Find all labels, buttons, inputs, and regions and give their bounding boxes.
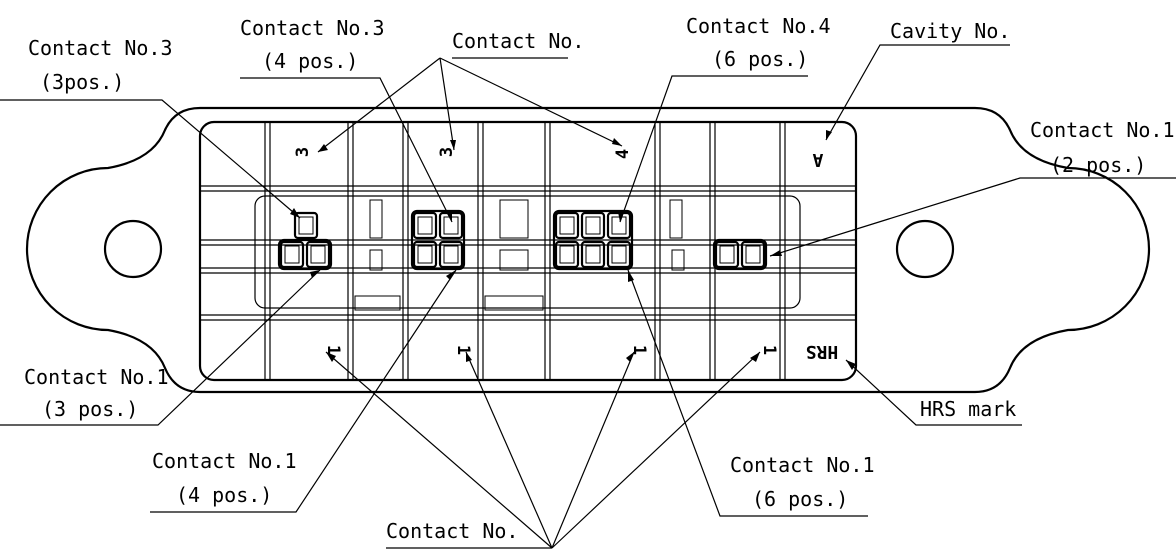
label-c3-4pos-line1: Contact No.3 (240, 16, 385, 40)
inner-frame (198, 120, 858, 382)
marking-one-1: 1 (323, 345, 343, 355)
mounting-hole-right (895, 219, 955, 279)
latch-slot-3 (369, 199, 383, 239)
marking-four: 4 (613, 149, 633, 159)
latch-slot-8 (671, 249, 685, 271)
label-c1-2pos-line1: Contact No.1 (1030, 118, 1175, 142)
label-c4-6pos-line2: (6 pos.) (712, 47, 808, 71)
label-c1-6pos-line1: Contact No.1 (730, 453, 875, 477)
mounting-hole-left (103, 219, 163, 279)
marking-one-4: 1 (759, 345, 779, 355)
contact-cavities (277, 209, 768, 271)
label-c3-3pos-line2: (3pos.) (40, 70, 124, 94)
label-c1-4pos-line1: Contact No.1 (152, 449, 297, 473)
label-c1-3pos-line1: Contact No.1 (24, 365, 169, 389)
label-contact-no-top: Contact No. (452, 29, 584, 53)
marking-hrs: HRS (806, 341, 839, 362)
label-c3-3pos-line1: Contact No.3 (28, 36, 173, 60)
label-c1-6pos-line2: (6 pos.) (752, 487, 848, 511)
marking-cavity: A (812, 149, 823, 170)
grid-posts (264, 122, 786, 380)
latch-slot-1 (354, 295, 401, 311)
marking-one-3: 1 (629, 345, 649, 355)
latch-slot-4 (499, 199, 529, 239)
label-hrs-mark: HRS mark (920, 397, 1016, 421)
marking-three-1: 3 (293, 147, 313, 157)
latch-slot-7 (499, 249, 529, 271)
connector-outline (25, 106, 1151, 394)
label-c1-2pos-line2: (2 pos.) (1050, 153, 1146, 177)
label-c1-3pos-line2: (3 pos.) (42, 397, 138, 421)
label-c3-4pos-line2: (4 pos.) (262, 49, 358, 73)
housing-window (254, 195, 801, 309)
latch-slot-2 (484, 295, 544, 311)
marking-three-2: 3 (437, 147, 457, 157)
marking-one-2: 1 (453, 345, 473, 355)
leader-lines (0, 44, 1176, 549)
label-c1-4pos-line2: (4 pos.) (176, 483, 272, 507)
latch-slot-6 (369, 249, 383, 271)
label-contact-no-bottom: Contact No. (386, 519, 518, 543)
latch-slot-5 (669, 199, 683, 239)
leader-arrowheads (290, 130, 856, 370)
label-c4-6pos-line1: Contact No.4 (686, 14, 831, 38)
label-cavity-no: Cavity No. (890, 19, 1010, 43)
